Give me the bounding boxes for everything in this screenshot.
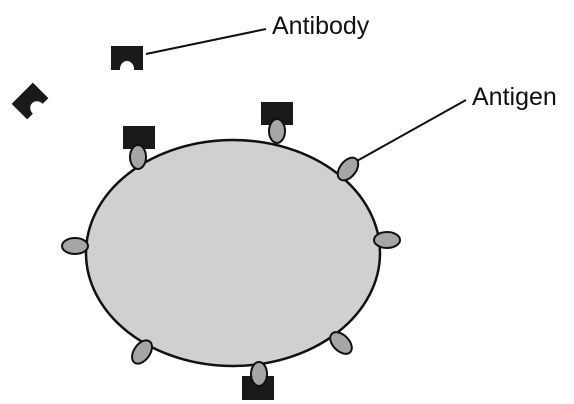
antigen-5 (329, 331, 353, 355)
antigen-6 (250, 361, 268, 387)
cell-body (84, 138, 382, 368)
antibody-label: Antibody (272, 12, 370, 40)
antigen-label: Antigen (472, 83, 557, 111)
antibody-bound-2 (261, 102, 293, 125)
antigen-8 (61, 237, 89, 255)
antigen-2 (268, 118, 286, 144)
antibody-free-1 (111, 46, 143, 77)
antigen-3 (336, 156, 360, 182)
antibody-bound-1 (123, 126, 155, 149)
antigen-1 (129, 144, 147, 170)
antigen-7 (131, 339, 153, 365)
antibody-free-2 (11, 82, 49, 120)
antigen-4 (373, 231, 401, 249)
antigen-leader-line (354, 99, 467, 163)
antibody-leader-line (145, 28, 267, 55)
